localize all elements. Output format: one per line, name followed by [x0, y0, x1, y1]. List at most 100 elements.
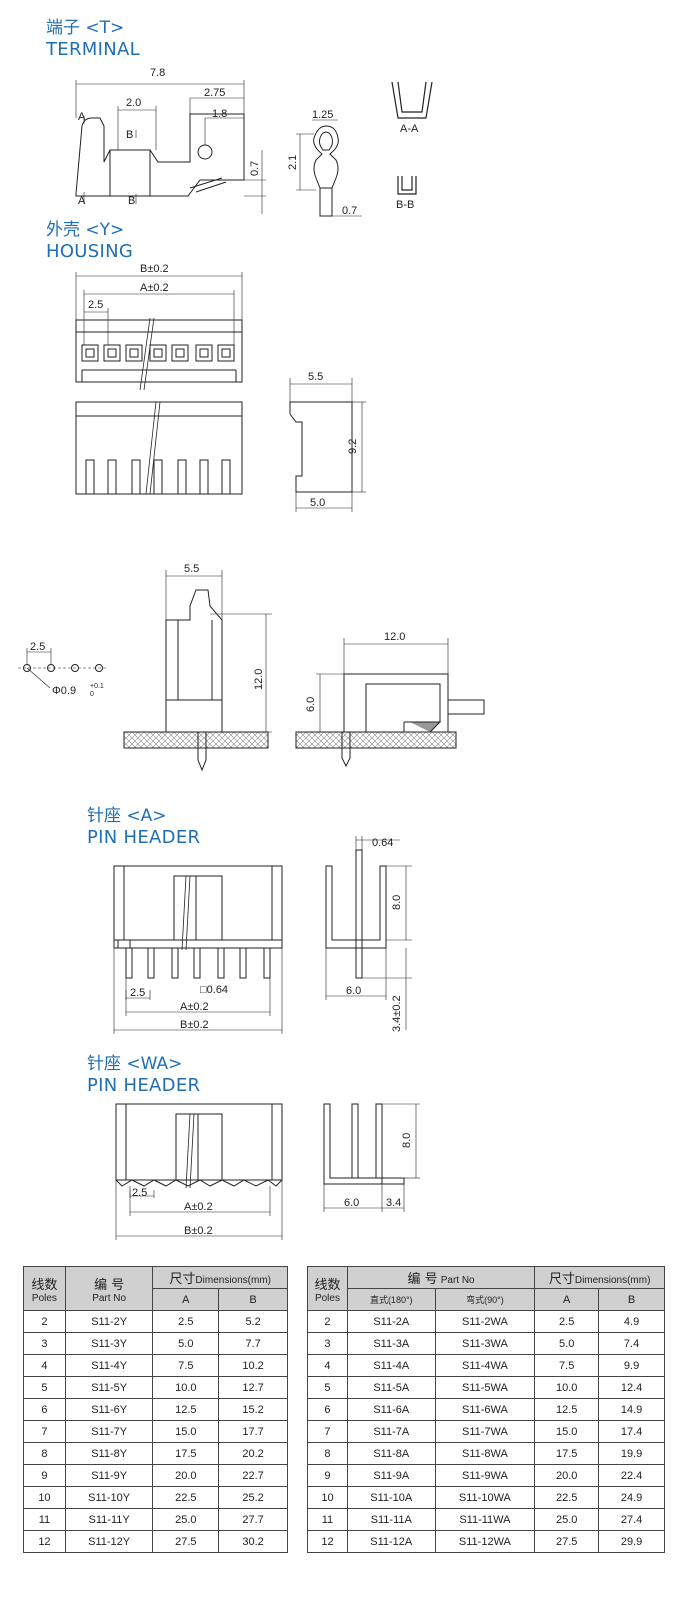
- table-cell: 17.5: [534, 1442, 600, 1465]
- table-cell: 3: [23, 1332, 66, 1355]
- table-cell: S11-10A: [346, 1486, 436, 1509]
- label-b-bottom: B: [128, 195, 135, 207]
- table-cell: 20.0: [152, 1464, 220, 1487]
- table-cell: 7.7: [218, 1332, 288, 1355]
- dim-housing-5-5: 5.5: [308, 371, 323, 383]
- dim-pin-a-b: B±0.2: [180, 1019, 209, 1031]
- terminal-drawing: [75, 80, 266, 214]
- table-cell: 25.0: [534, 1508, 600, 1531]
- dim-pin-a-square: □0.64: [200, 984, 228, 996]
- table-cell: 12: [23, 1530, 66, 1553]
- pin-header-wa-side: [323, 1103, 420, 1212]
- dim-housing-b: B±0.2: [140, 263, 169, 275]
- table-cell: 9.9: [598, 1354, 665, 1377]
- table-cell: 12: [307, 1530, 348, 1553]
- table-cell: S11-9WA: [434, 1464, 536, 1487]
- table-cell: S11-10WA: [434, 1486, 536, 1509]
- dim-pin-a-pitch: 2.5: [130, 987, 145, 999]
- table-cell: 11: [307, 1508, 348, 1531]
- table-cell: 22.7: [218, 1464, 288, 1487]
- table-cell: S11-7WA: [434, 1420, 536, 1443]
- table-cell: 2.5: [534, 1310, 600, 1333]
- housing-side-view: [289, 378, 366, 512]
- table-cell: 17.4: [598, 1420, 665, 1443]
- dim-mated-side-12-0: 12.0: [384, 631, 405, 643]
- header-straight: 直式(180°): [346, 1288, 436, 1311]
- table-cell: 27.5: [534, 1530, 600, 1553]
- dim-pcb-tol-lower: 0: [90, 691, 94, 698]
- table-cell: S11-2Y: [64, 1310, 154, 1333]
- table-cell: 22.5: [534, 1486, 600, 1509]
- table-cell: 3: [307, 1332, 348, 1355]
- pin-header-a-title-en: PIN HEADER: [87, 827, 201, 848]
- dim-side-0-7: 0.7: [342, 205, 357, 217]
- dim-housing-a: A±0.2: [140, 282, 169, 294]
- label-b-top: B: [126, 129, 133, 141]
- terminal-heading: 端子 <T> TERMINAL: [46, 18, 140, 60]
- table-cell: S11-11WA: [434, 1508, 536, 1531]
- table-cell: S11-12Y: [64, 1530, 154, 1553]
- table-cell: 20.2: [218, 1442, 288, 1465]
- dim-pcb-hole: Φ0.9: [52, 685, 76, 697]
- housing-title-en: HOUSING: [46, 241, 134, 262]
- technical-drawings: 7.8 2.0 2.75 1.8 0.7 A B A B 1.25 2.1 0.…: [18, 67, 485, 1240]
- table-cell: S11-4WA: [434, 1354, 536, 1377]
- table-cell: 22.5: [152, 1486, 220, 1509]
- table-cell: S11-11Y: [64, 1508, 154, 1531]
- table-cell: 2: [23, 1310, 66, 1333]
- header-a: A: [534, 1288, 600, 1311]
- table-cell: 5: [307, 1376, 348, 1399]
- table-cell: S11-5WA: [434, 1376, 536, 1399]
- table-cell: 29.9: [598, 1530, 665, 1553]
- table-cell: 5.0: [534, 1332, 600, 1355]
- table-cell: 7.5: [152, 1354, 220, 1377]
- dim-terminal-2-75: 2.75: [204, 87, 225, 99]
- dim-terminal-2-0: 2.0: [126, 97, 141, 109]
- table-cell: 17.5: [152, 1442, 220, 1465]
- table-cell: S11-10Y: [64, 1486, 154, 1509]
- table-cell: 10: [307, 1486, 348, 1509]
- table-cell: S11-3Y: [64, 1332, 154, 1355]
- housing-dimensions-table: 线数 Poles 编 号 Part No 尺寸Dimensions(mm) A …: [23, 1266, 288, 1553]
- table-cell: 5.0: [152, 1332, 220, 1355]
- table-cell: S11-5A: [346, 1376, 436, 1399]
- table-cell: 2.5: [152, 1310, 220, 1333]
- table-cell: 25.2: [218, 1486, 288, 1509]
- table-cell: 6: [23, 1398, 66, 1421]
- table-cell: 6: [307, 1398, 348, 1421]
- header-b: B: [598, 1288, 665, 1311]
- section-bb-label: B-B: [396, 199, 414, 211]
- table-cell: 27.4: [598, 1508, 665, 1531]
- table-cell: S11-4Y: [64, 1354, 154, 1377]
- table-cell: 11: [23, 1508, 66, 1531]
- dim-terminal-0-7: 0.7: [249, 161, 261, 176]
- dim-pcb-tol-upper: +0.1: [90, 683, 104, 690]
- table-cell: S11-3WA: [434, 1332, 536, 1355]
- table-cell: 5: [23, 1376, 66, 1399]
- table-cell: 12.5: [534, 1398, 600, 1421]
- table-cell: 8: [307, 1442, 348, 1465]
- table-cell: S11-8Y: [64, 1442, 154, 1465]
- section-aa-shape: [391, 81, 433, 119]
- table-cell: 15.0: [534, 1420, 600, 1443]
- pin-header-a-front: [113, 865, 283, 1034]
- mated-side-view: [295, 638, 485, 768]
- pcb-hole-layout: [18, 648, 108, 689]
- pin-header-wa-title-cn: 针座 <WA>: [87, 1054, 183, 1074]
- dim-side-1-25: 1.25: [312, 109, 333, 121]
- dim-terminal-length: 7.8: [150, 67, 165, 79]
- dim-mated-12-0: 12.0: [253, 669, 265, 690]
- table-cell: 15.2: [218, 1398, 288, 1421]
- pin-header-wa-front: [115, 1103, 283, 1240]
- header-part-no: 编 号 Part No: [346, 1266, 536, 1289]
